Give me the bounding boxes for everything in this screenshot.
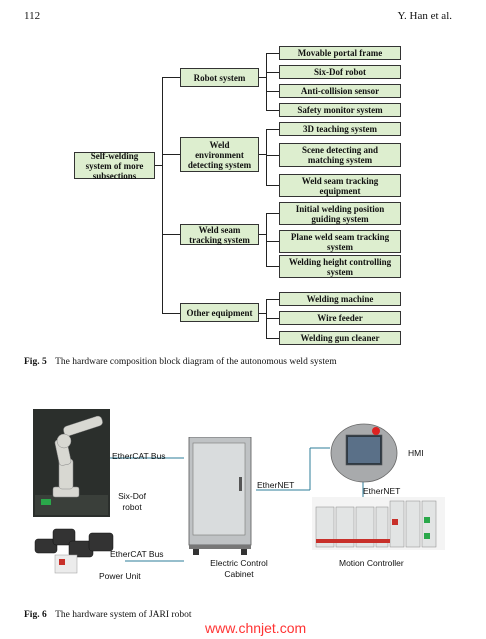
electric-control-cabinet-label: Electric Control Cabinet (210, 558, 268, 579)
connector (155, 165, 163, 166)
watermark: www.chnjet.com (205, 620, 307, 636)
caption-label: Fig. 6 (24, 610, 47, 620)
connector (162, 313, 180, 314)
ethernet-left-label: EtherNET (257, 480, 295, 490)
connector (266, 129, 279, 130)
fig6-caption: Fig. 6 The hardware system of JARI robot (24, 610, 191, 620)
connector (162, 154, 180, 155)
leaf-node: Welding height controlling system (279, 255, 401, 278)
group-node-other-equipment: Other equipment (180, 303, 259, 322)
caption-text: The hardware composition block diagram o… (55, 357, 337, 367)
power-unit-image (33, 521, 125, 575)
connector (259, 234, 267, 235)
connector (266, 110, 279, 111)
ethercat-bus-bottom-label: EtherCAT Bus (110, 549, 164, 559)
connector (266, 318, 279, 319)
connector (266, 53, 279, 54)
leaf-node: Plane weld seam tracking system (279, 230, 401, 253)
leaf-node: Safety monitor system (279, 103, 401, 117)
connector (162, 77, 180, 78)
leaf-node: Movable portal frame (279, 46, 401, 60)
connector (259, 154, 267, 155)
connector (266, 91, 279, 92)
caption-text: The hardware system of JARI robot (55, 610, 192, 620)
leaf-node: 3D teaching system (279, 122, 401, 136)
power-unit-label: Power Unit (99, 571, 141, 581)
leaf-node: Weld seam tracking equipment (279, 174, 401, 197)
six-dof-robot-image (33, 409, 110, 517)
group-node-weld-environment: Weld environment detecting system (180, 137, 259, 172)
leaf-node: Wire feeder (279, 311, 401, 325)
fig5-caption: Fig. 5 The hardware composition block di… (24, 357, 337, 367)
connector (266, 299, 279, 300)
motion-controller-label: Motion Controller (339, 558, 404, 568)
leaf-node: Six-Dof robot (279, 65, 401, 79)
electric-control-cabinet-image (188, 437, 252, 555)
group-node-weld-seam-tracking: Weld seam tracking system (180, 224, 259, 245)
connector (266, 266, 279, 267)
connector (266, 241, 279, 242)
connector (266, 338, 279, 339)
ethercat-bus-top-label: EtherCAT Bus (112, 451, 166, 461)
connector (266, 213, 267, 267)
connector (259, 77, 267, 78)
connector (162, 234, 180, 235)
page-number: 112 (24, 10, 41, 22)
connector (266, 155, 279, 156)
leaf-node: Anti-collision sensor (279, 84, 401, 98)
group-node-robot-system: Robot system (180, 68, 259, 87)
connector (266, 129, 267, 186)
leaf-node: Scene detecting and matching system (279, 143, 401, 167)
connector (259, 313, 267, 314)
ethernet-right-label: EtherNET (363, 486, 401, 496)
running-head: Y. Han et al. (397, 10, 452, 22)
connector (162, 77, 163, 313)
leaf-node: Welding machine (279, 292, 401, 306)
six-dof-robot-label: Six-Dof robot (118, 491, 146, 512)
leaf-node: Welding gun cleaner (279, 331, 401, 345)
leaf-node: Initial welding position guiding system (279, 202, 401, 225)
caption-label: Fig. 5 (24, 357, 47, 367)
motion-controller-image (312, 497, 445, 550)
connector (266, 53, 267, 111)
hmi-pendant-image (330, 423, 398, 483)
connector (266, 185, 279, 186)
hmi-label: HMI (408, 448, 424, 458)
root-node: Self-welding system of more subsections (74, 151, 155, 181)
connector (266, 72, 279, 73)
connector (266, 213, 279, 214)
